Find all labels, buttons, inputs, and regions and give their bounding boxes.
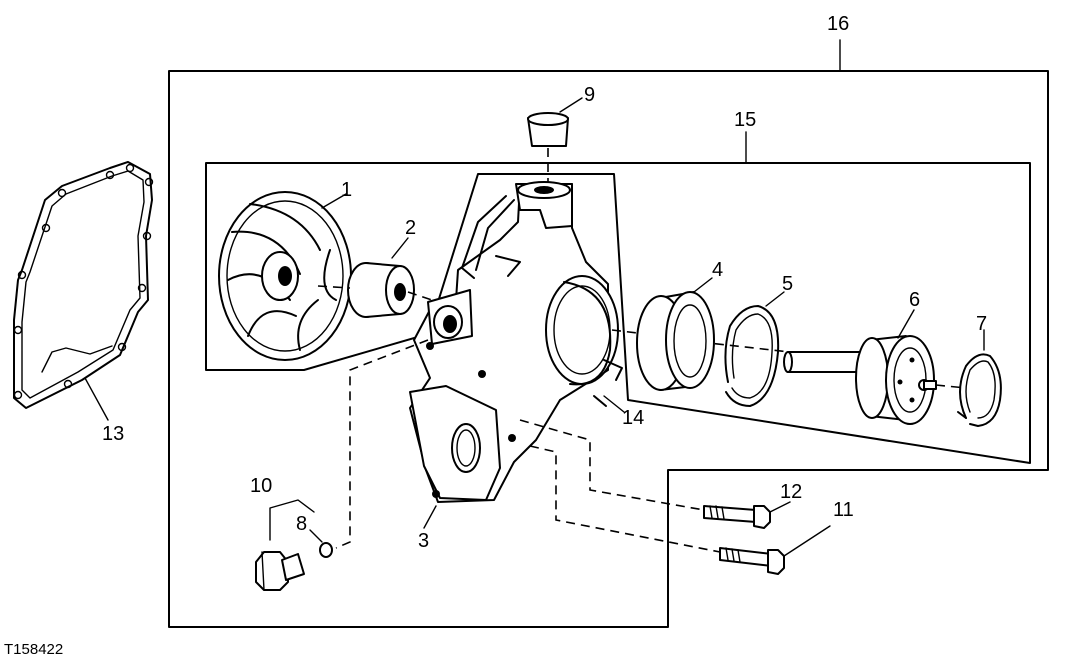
callout-6: 6 xyxy=(909,289,920,311)
callout-7: 7 xyxy=(976,313,987,335)
plug-9 xyxy=(527,97,583,184)
bolt-11 xyxy=(719,525,831,575)
callout-4: 4 xyxy=(712,259,723,281)
callout-8: 8 xyxy=(296,513,307,535)
callout-5: 5 xyxy=(782,273,793,295)
assembly-15-frame xyxy=(205,162,1031,464)
shaft-bearing-6 xyxy=(783,309,967,425)
callout-16: 16 xyxy=(827,13,849,35)
callout-9: 9 xyxy=(584,84,595,106)
seal-2 xyxy=(317,237,415,318)
o-ring-8 xyxy=(309,529,333,558)
align-line-plug xyxy=(335,339,429,549)
callout-12: 12 xyxy=(780,481,802,503)
align-line-shaft xyxy=(699,341,791,353)
figure-id: T158422 xyxy=(4,641,63,656)
impeller-1 xyxy=(218,191,352,361)
leader-14 xyxy=(603,395,625,413)
callout-11: 11 xyxy=(833,499,854,521)
align-line-seal xyxy=(407,291,433,301)
snap-ring-5 xyxy=(724,291,785,407)
bolt-12 xyxy=(703,501,791,529)
gasket-13 xyxy=(13,161,154,421)
callout-3: 3 xyxy=(418,530,429,552)
callout-1: 1 xyxy=(341,179,352,201)
align-line-bolt-12 xyxy=(519,419,705,511)
retaining-ring-7 xyxy=(957,329,1002,427)
callout-14: 14 xyxy=(622,407,644,429)
callout-10: 10 xyxy=(250,475,272,497)
bearing-4 xyxy=(636,277,715,391)
assembly-16-frame xyxy=(168,70,1049,628)
callout-2: 2 xyxy=(405,217,416,239)
callout-13: 13 xyxy=(102,423,124,445)
align-line-bolt-11 xyxy=(529,445,721,553)
drain-plug-10 xyxy=(255,499,315,591)
callout-15: 15 xyxy=(734,109,756,131)
housing-3 xyxy=(409,181,623,529)
align-line-bearing xyxy=(611,329,647,335)
